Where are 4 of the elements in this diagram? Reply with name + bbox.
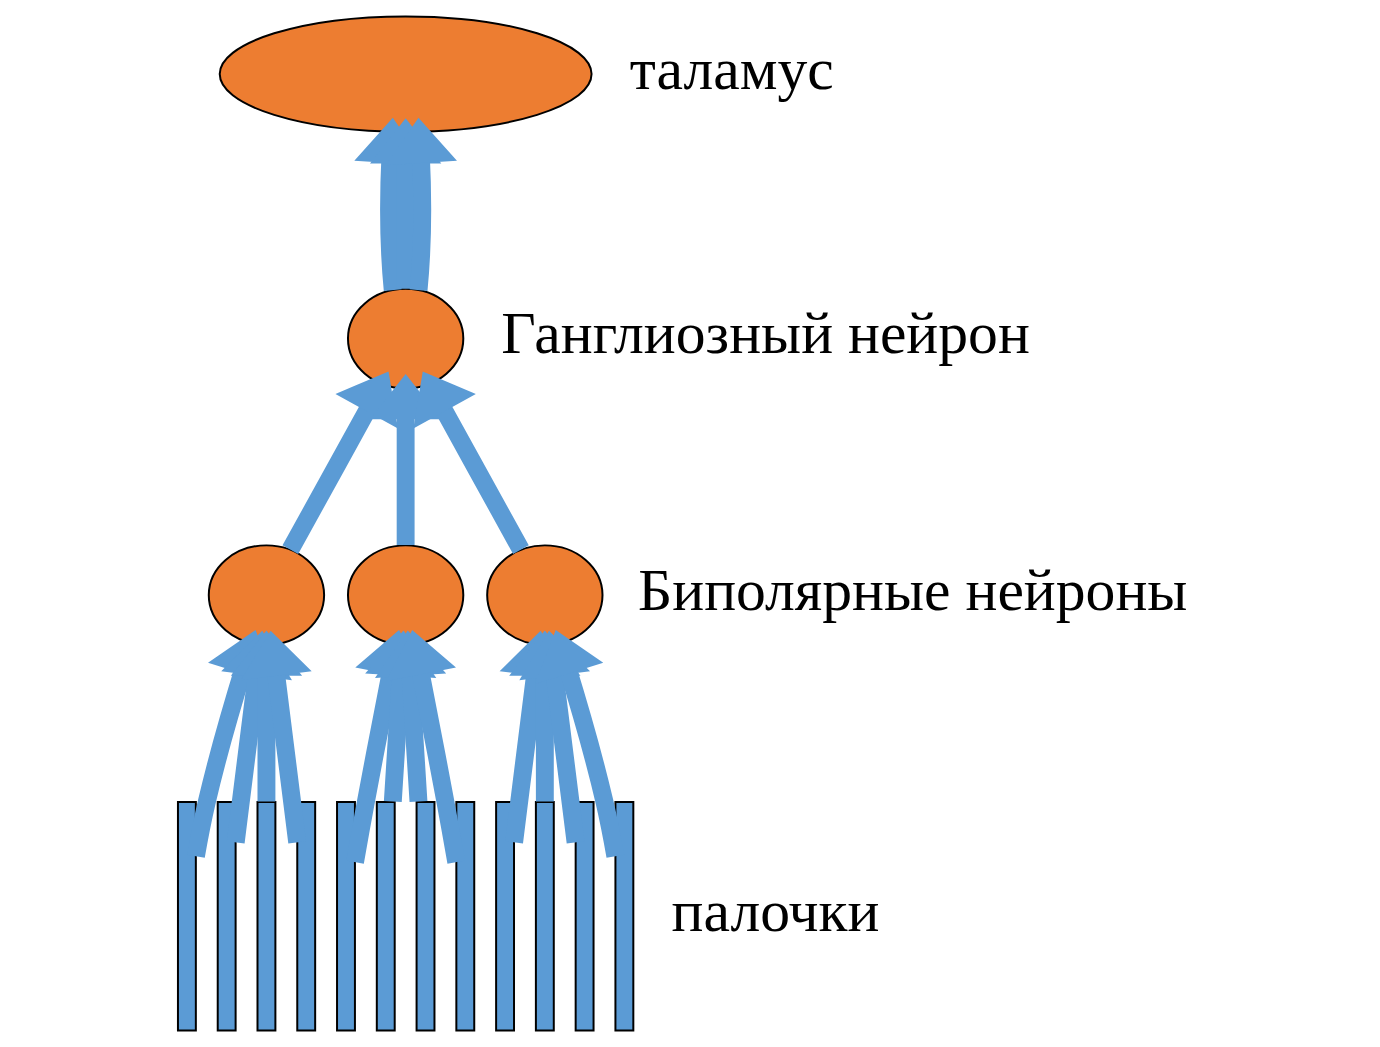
node-label: таламус (629, 36, 834, 103)
node-label: Ганглиозный нейрон (501, 300, 1030, 367)
label: палочки (671, 878, 880, 945)
label: Биполярные нейроны (638, 557, 1188, 623)
